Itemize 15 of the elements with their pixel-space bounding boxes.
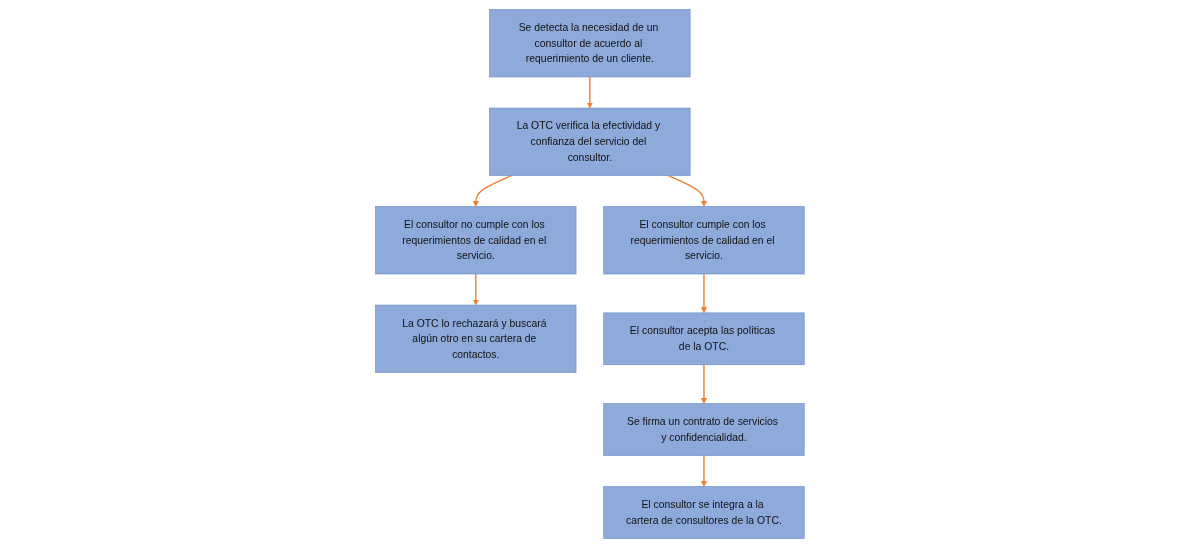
arrow [701, 363, 708, 404]
arrow [472, 174, 513, 207]
node-box: Se detecta la necesidad de un consultor de acuerdo al requerimiento de un cliente. [489, 8, 691, 77]
node-box: La OTC lo rechazará y buscará algún otro en su cartera de contactos. [375, 304, 577, 373]
arrow [701, 454, 708, 487]
arrow [701, 272, 708, 313]
node-box: El consultor no cumple con los requerimientos de calidad en el servicio. [375, 205, 577, 274]
node-box: El consultor cumple con los requerimientos de calidad en el servicio. [603, 205, 805, 274]
arrow [472, 272, 479, 305]
arrow [586, 75, 594, 108]
arrow [667, 174, 708, 207]
node-box: La OTC verifica la efectividad y confianza del servicio del consultor. [489, 107, 691, 176]
node-box: Se firma un contrato de servicios y confidencialidad. [603, 402, 805, 456]
node-box: El consultor se integra a la cartera de consultores de la OTC. [603, 485, 805, 539]
node-box: El consultor acepta las políticas de la OTC. [603, 312, 805, 365]
